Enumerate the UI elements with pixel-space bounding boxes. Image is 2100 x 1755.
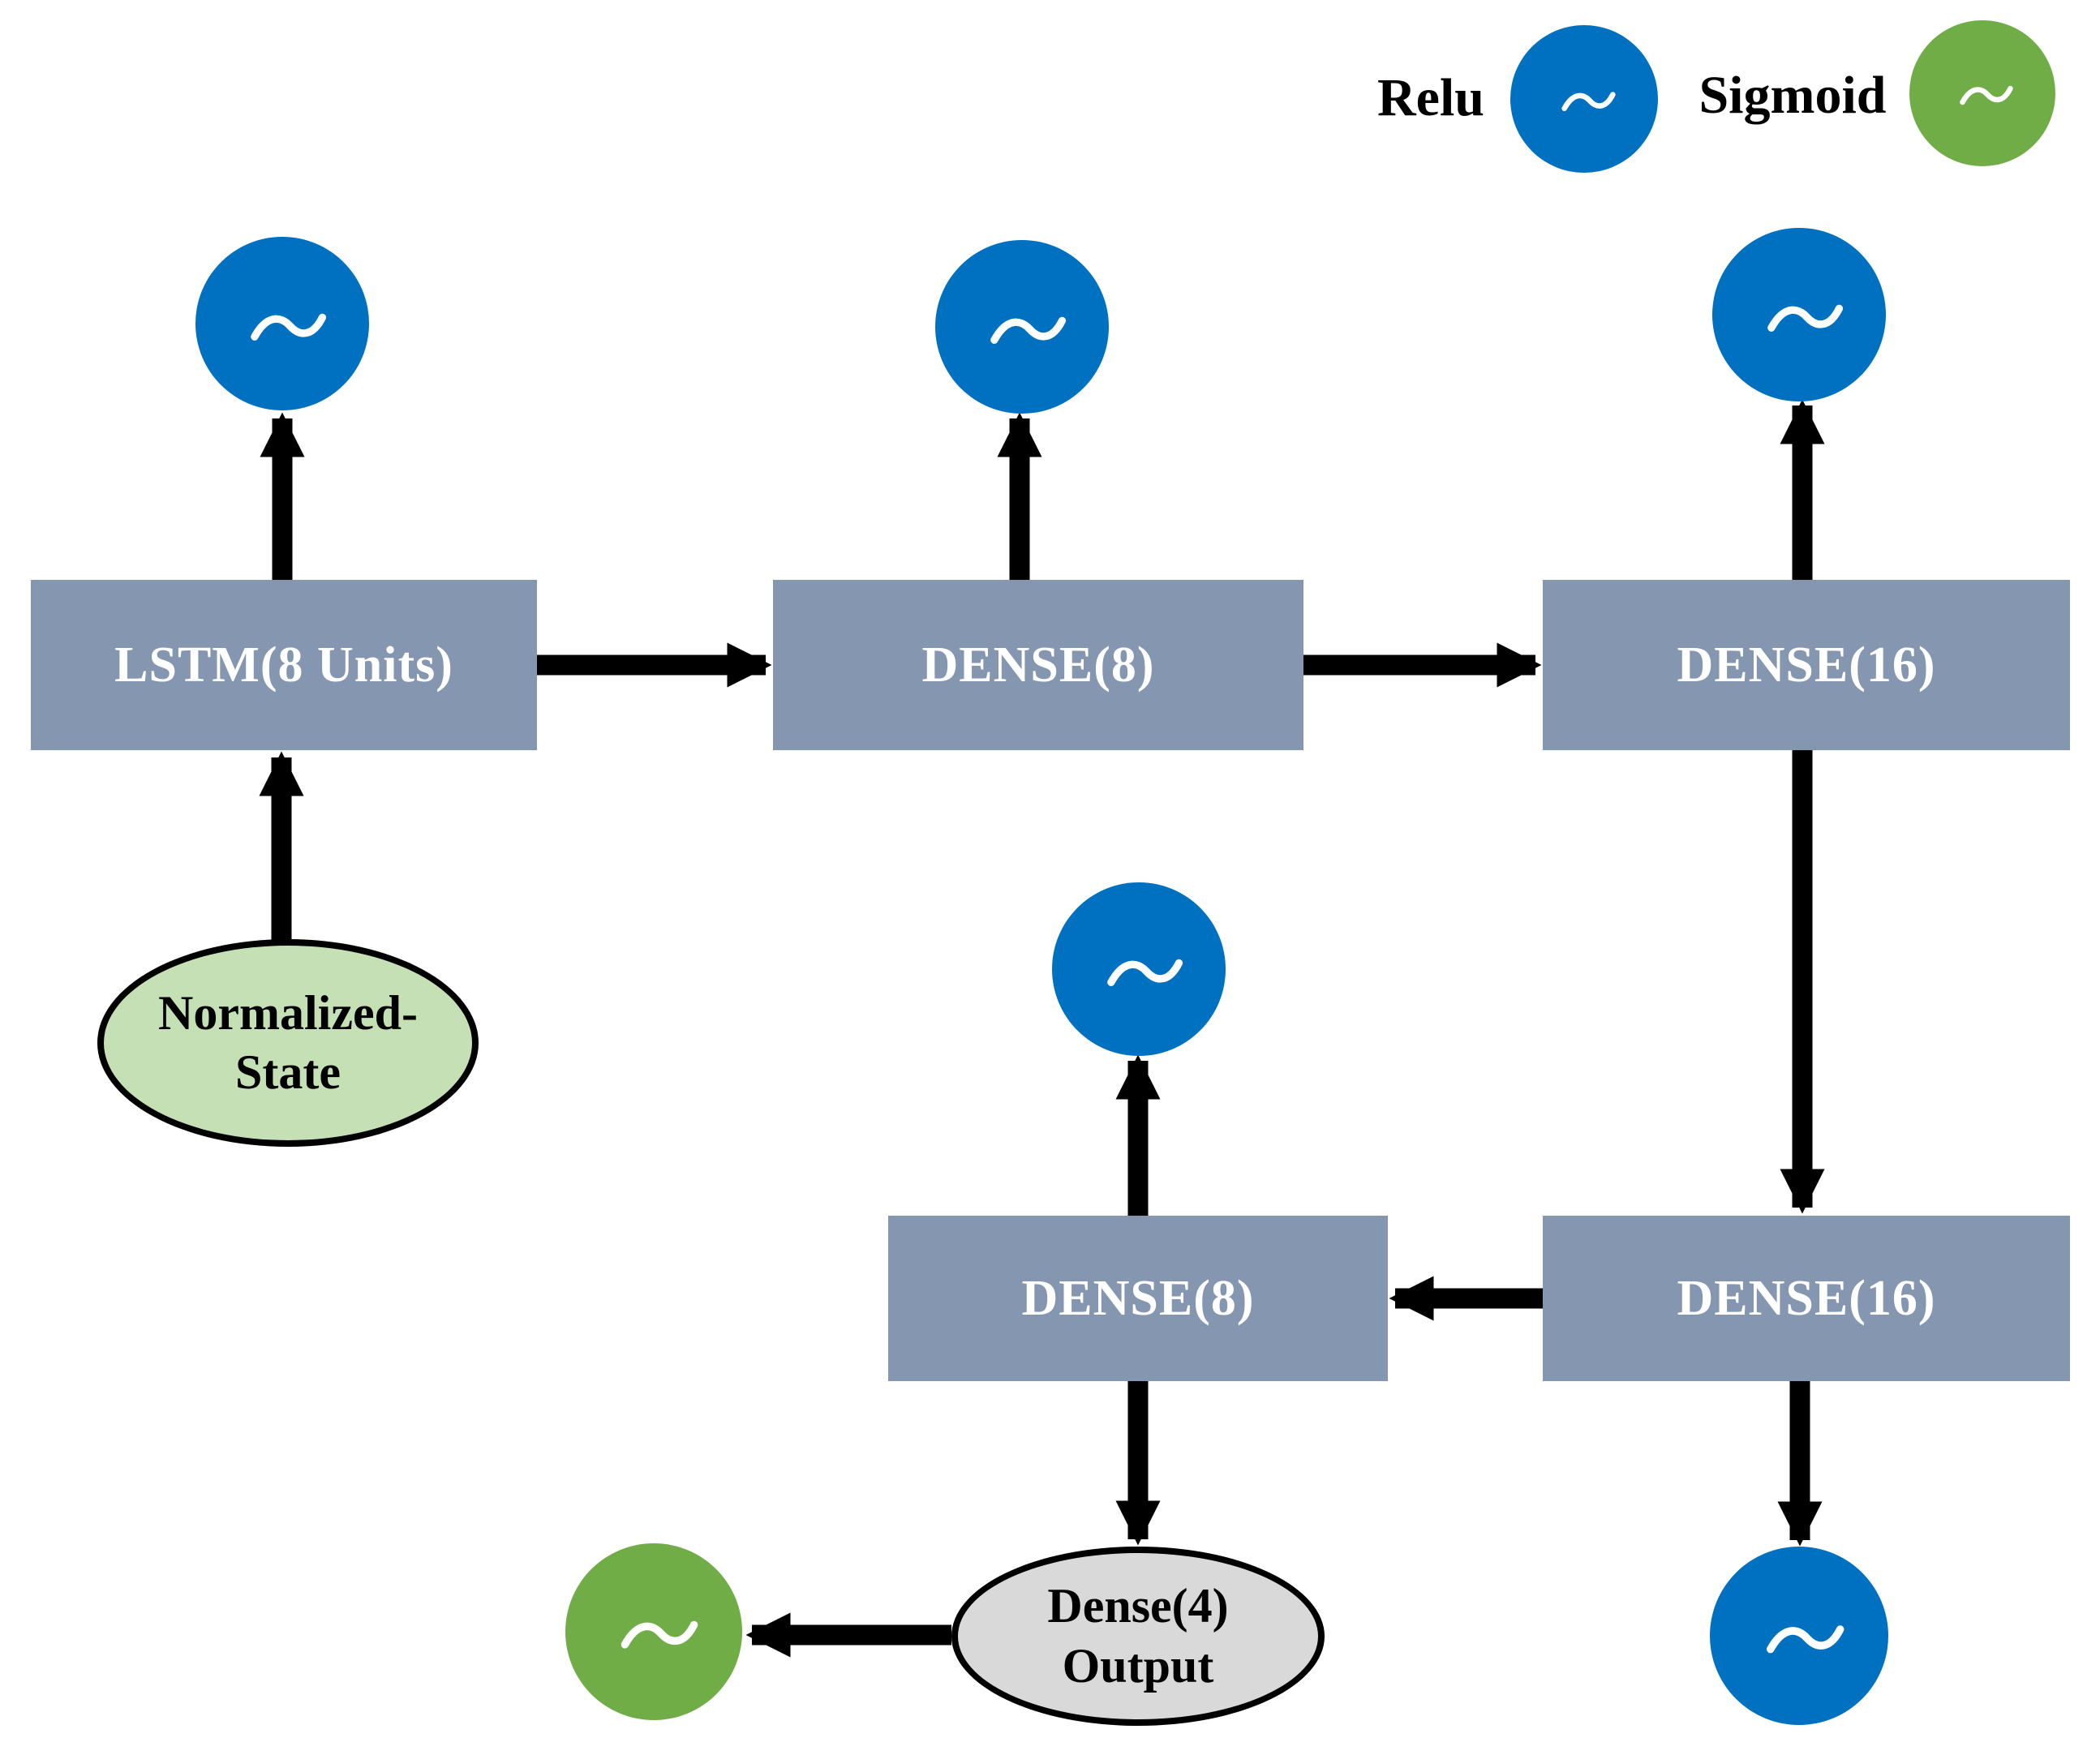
legend-label-relu: Relu [1377,68,1484,127]
tilde-icon [621,1621,698,1649]
tilde-icon [990,316,1066,344]
tilde-icon [250,313,326,341]
layer-box-dense16-top: DENSE(16) [1543,580,2070,750]
legend-sigmoid-circle [1909,20,2055,166]
relu-circle-dense16-top [1712,228,1886,401]
tilde-icon [1767,304,1843,332]
input-node-normalized-state: Normalized- State [97,939,479,1147]
relu-circle-dense8-top [935,240,1109,414]
layer-box-dense8-mid: DENSE(8) [888,1216,1388,1381]
legend-relu-circle [1510,25,1658,173]
tilde-icon [1106,959,1183,986]
tilde-icon [1561,92,1616,111]
sigmoid-circle-output [565,1543,742,1720]
input-node-label-line2: State [235,1045,341,1099]
output-node-label-line2: Output [1062,1638,1214,1693]
relu-circle-dense8-mid [1052,882,1226,1056]
legend-label-sigmoid: Sigmoid [1698,66,1887,125]
tilde-icon [1766,1625,1844,1654]
layer-box-dense16-mid: DENSE(16) [1543,1216,2070,1381]
relu-circle-dense16-mid [1710,1547,1888,1725]
layer-box-dense8-top: DENSE(8) [773,580,1303,750]
layer-box-lstm: LSTM(8 Units) [31,580,537,750]
relu-circle-lstm [195,237,369,410]
output-node-label-line1: Dense(4) [1047,1579,1229,1633]
output-node-dense4: Dense(4) Output [951,1547,1325,1726]
input-node-label-line1: Normalized- [158,985,418,1040]
tilde-icon [1960,86,2013,105]
